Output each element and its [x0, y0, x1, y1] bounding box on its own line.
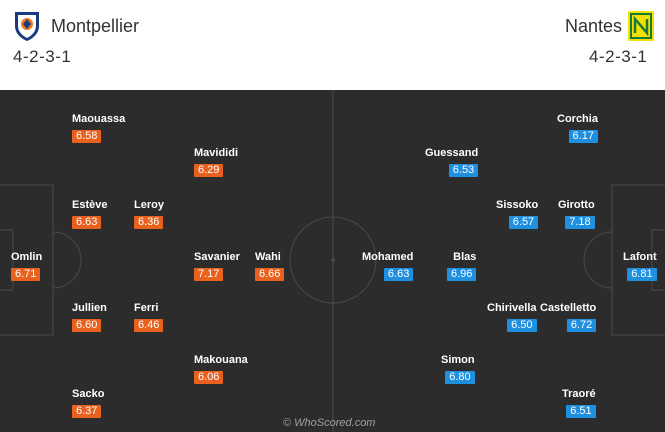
player-rating: 6.36	[134, 216, 164, 229]
montpellier-badge-icon	[15, 12, 39, 41]
player-name: Lafont	[623, 251, 657, 263]
player-name: Girotto	[558, 199, 595, 211]
nantes-badge-icon	[628, 11, 654, 41]
player-rating: 6.63	[72, 216, 102, 229]
home-player[interactable]: Sacko 6.37	[72, 387, 104, 419]
player-name: Mohamed	[362, 251, 414, 263]
pitch-lines	[0, 90, 665, 432]
home-player[interactable]: Savanier 7.17	[194, 250, 240, 282]
home-player[interactable]: Ferri 6.46	[134, 301, 164, 333]
match-header: Montpellier 4-2-3-1 Nantes 4-2-3-1	[0, 0, 665, 90]
away-player[interactable]: Sissoko 6.57	[496, 198, 539, 230]
player-rating: 6.81	[627, 268, 657, 281]
player-rating: 7.17	[194, 268, 224, 281]
away-player[interactable]: Chirivella 6.50	[487, 301, 537, 333]
player-name: Corchia	[557, 113, 598, 125]
player-name: Leroy	[134, 199, 164, 211]
away-player[interactable]: Mohamed 6.63	[362, 250, 414, 282]
home-formation: 4-2-3-1	[13, 47, 72, 66]
home-player[interactable]: Omlin 6.71	[11, 250, 42, 282]
player-rating: 6.96	[447, 268, 477, 281]
player-rating: 6.72	[566, 319, 597, 332]
player-rating: 6.29	[194, 164, 224, 177]
pitch: Maouassa 6.58 Mavididi 6.29 Estève 6.63 …	[0, 90, 665, 432]
away-player[interactable]: Corchia 6.17	[557, 112, 598, 144]
away-player[interactable]: Blas 6.96	[447, 250, 477, 282]
player-rating: 7.18	[565, 216, 595, 229]
player-name: Traoré	[562, 388, 596, 400]
home-player[interactable]: Estève 6.63	[72, 198, 107, 230]
player-name: Chirivella	[487, 302, 537, 314]
player-rating: 6.66	[255, 268, 285, 281]
away-player[interactable]: Guessand 6.53	[425, 146, 479, 178]
home-player[interactable]: Makouana 6.06	[194, 353, 248, 385]
away-player[interactable]: Simon 6.80	[441, 353, 475, 385]
away-player[interactable]: Lafont 6.81	[623, 250, 657, 282]
player-name: Jullien	[72, 302, 107, 314]
player-name: Wahi	[255, 251, 281, 263]
home-player[interactable]: Jullien 6.60	[72, 301, 107, 333]
player-name: Maouassa	[72, 113, 126, 125]
away-team-name: Nantes	[565, 16, 623, 36]
player-rating: 6.50	[507, 319, 537, 332]
away-player[interactable]: Castelletto 6.72	[540, 301, 597, 333]
player-name: Sissoko	[496, 199, 539, 211]
player-rating: 6.80	[445, 371, 475, 384]
whoscored-watermark: © WhoScored.com	[283, 417, 376, 429]
home-player[interactable]: Wahi 6.66	[255, 250, 285, 282]
home-player[interactable]: Leroy 6.36	[134, 198, 164, 230]
player-rating: 6.58	[72, 130, 102, 143]
home-player[interactable]: Mavididi 6.29	[194, 146, 238, 178]
player-rating: 6.60	[72, 319, 102, 332]
player-rating: 6.46	[134, 319, 164, 332]
player-rating: 6.71	[11, 268, 41, 281]
player-name: Makouana	[194, 354, 248, 366]
player-name: Simon	[441, 354, 475, 366]
player-name: Guessand	[425, 147, 479, 159]
player-name: Savanier	[194, 251, 240, 263]
away-player[interactable]: Girotto 7.18	[558, 198, 595, 230]
home-team-name: Montpellier	[51, 16, 140, 36]
player-name: Blas	[453, 251, 477, 263]
player-rating: 6.51	[566, 405, 596, 418]
player-name: Estève	[72, 199, 108, 211]
player-rating: 6.37	[72, 405, 102, 418]
player-name: Ferri	[134, 302, 159, 314]
player-rating: 6.17	[568, 130, 598, 143]
player-name: Castelletto	[540, 302, 597, 314]
home-player[interactable]: Maouassa 6.58	[72, 112, 125, 144]
away-formation: 4-2-3-1	[589, 47, 648, 66]
player-rating: 6.63	[383, 268, 414, 281]
player-rating: 6.06	[194, 371, 224, 384]
player-name: Omlin	[11, 251, 43, 263]
player-rating: 6.53	[448, 164, 479, 177]
player-rating: 6.57	[508, 216, 539, 229]
player-name: Mavididi	[194, 147, 239, 159]
away-player[interactable]: Traoré 6.51	[562, 387, 596, 419]
player-name: Sacko	[72, 388, 105, 400]
